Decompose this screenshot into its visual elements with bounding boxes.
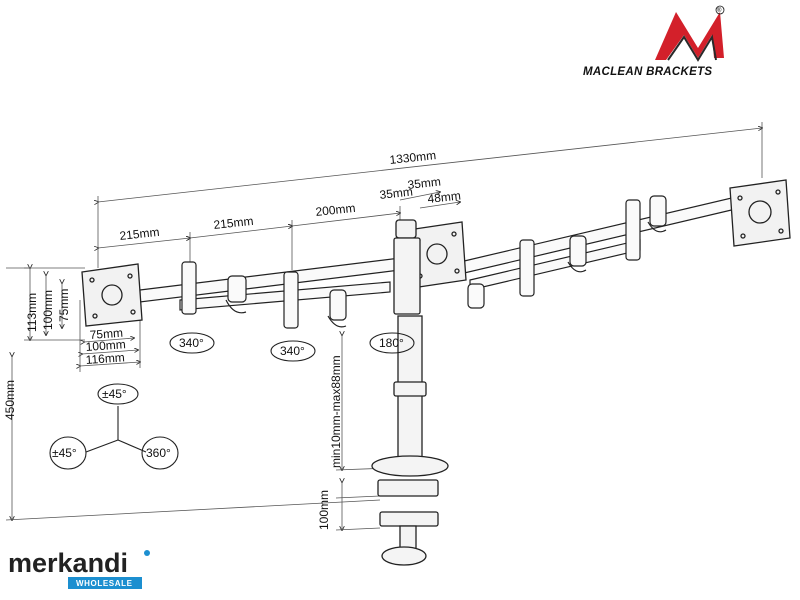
label-total-width: 1330mm <box>389 148 437 167</box>
label-pole-range: min10mm-max88mm <box>329 355 343 468</box>
watermark-dot-icon <box>144 550 150 556</box>
right-vesa-plate <box>729 179 791 247</box>
label-center-offset-b: 35mm <box>379 185 414 202</box>
label-height-113: 113mm <box>25 293 39 332</box>
label-width-75: 75mm <box>89 326 123 342</box>
wholesale-badge <box>68 577 142 589</box>
label-width-116: 116mm <box>85 350 125 367</box>
brand-name: MACLEAN BRACKETS <box>583 66 712 78</box>
label-center-depth: 48mm <box>427 189 462 206</box>
left-vesa-plate <box>81 263 143 327</box>
label-height-75: 75mm <box>57 289 71 322</box>
merkandi-watermark: merkandi <box>8 548 128 578</box>
dimension-lines <box>5 122 762 530</box>
rotation-badges <box>49 332 415 470</box>
label-rotation-middle: 340° <box>280 344 305 358</box>
label-arm-segment-2: 215mm <box>213 214 254 232</box>
label-overall-height: 450mm <box>3 380 17 420</box>
label-clamp-height: 100mm <box>317 490 331 530</box>
label-rotate: 360° <box>146 446 171 460</box>
label-arm-segment-1: 215mm <box>119 225 160 243</box>
label-height-100: 100mm <box>41 290 55 330</box>
label-swivel: ±45° <box>52 446 77 460</box>
pole-and-clamp <box>371 237 449 566</box>
wholesale-label: WHOLESALE <box>76 579 133 588</box>
label-rotation-left: 340° <box>179 336 204 350</box>
label-width-100: 100mm <box>85 337 126 354</box>
label-tilt: ±45° <box>102 387 127 401</box>
right-arms <box>459 195 741 309</box>
label-arm-segment-3: 200mm <box>315 201 356 219</box>
label-center-offset-a: 35mm <box>407 175 442 192</box>
registered-mark: ® <box>717 7 722 14</box>
left-arms <box>139 257 401 329</box>
label-rotation-center: 180° <box>379 336 404 350</box>
maclean-logo-icon <box>655 5 725 62</box>
